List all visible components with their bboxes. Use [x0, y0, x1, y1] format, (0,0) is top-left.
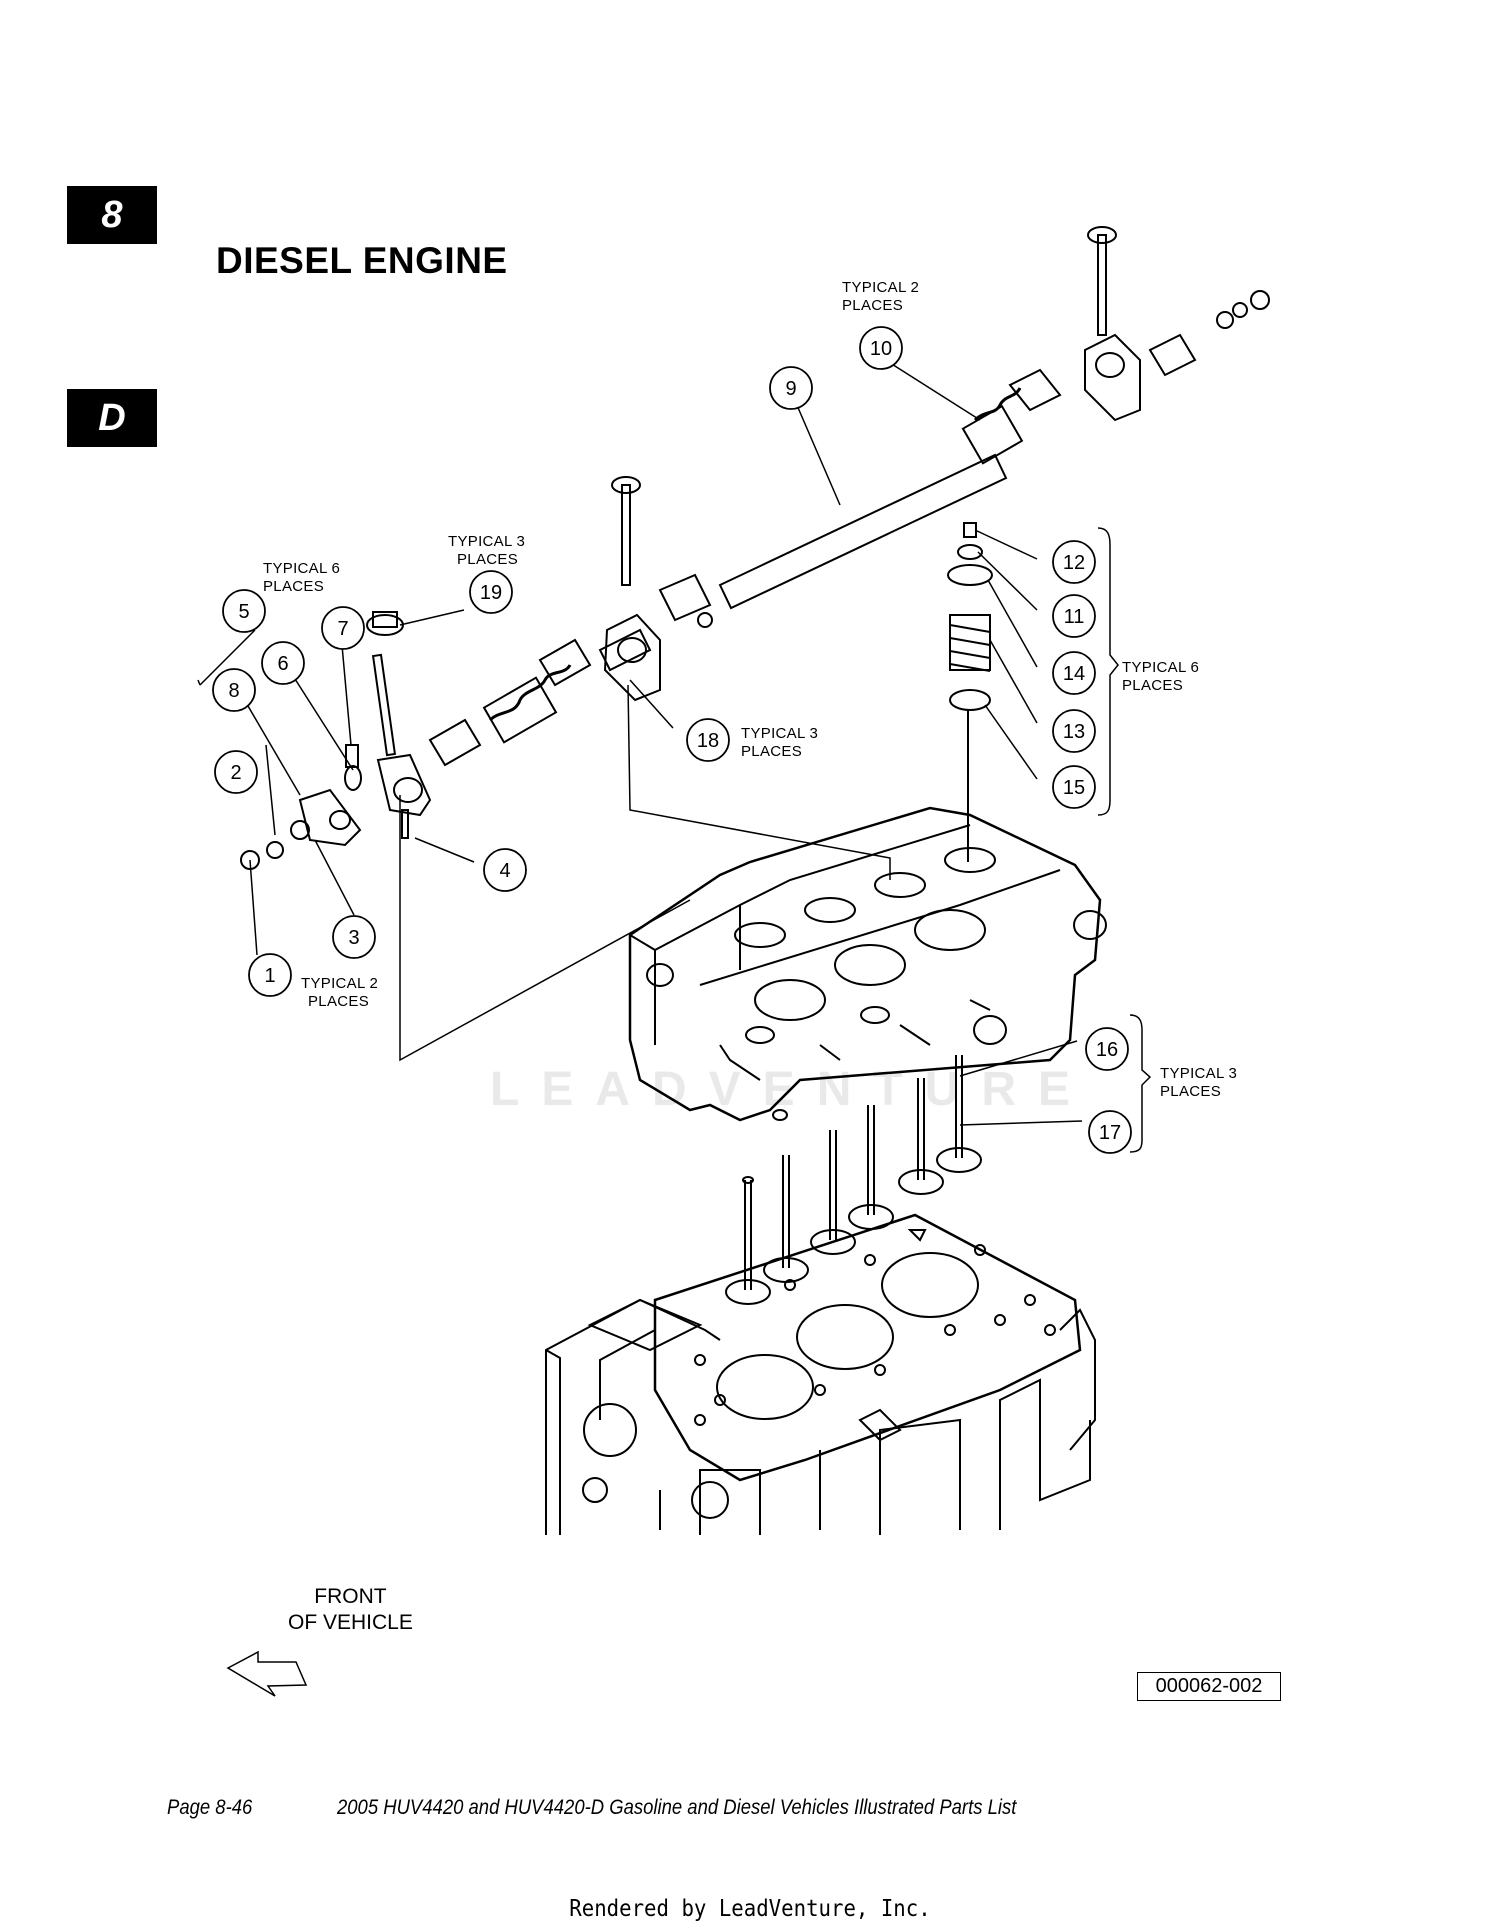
callout-label: 11: [1064, 606, 1085, 628]
callout-4: [483, 848, 527, 892]
callout-2: [214, 750, 258, 794]
callout-15: [1052, 765, 1096, 809]
front-label-line: OF VEHICLE: [288, 1611, 413, 1634]
callout-label: 10: [870, 338, 892, 360]
chapter-tab: 8: [67, 186, 157, 244]
callout-label: 2: [230, 762, 241, 784]
brace-typical-6: [1097, 527, 1119, 816]
callout-label: 18: [697, 730, 719, 752]
note-typical-6-right: TYPICAL 6: [1122, 659, 1199, 676]
note-typical-2-top: TYPICAL 2: [842, 279, 919, 296]
callout-18: [686, 718, 730, 762]
callout-label: 19: [480, 582, 502, 604]
note-typical-6-left: PLACES: [263, 578, 324, 595]
note-typical-6-right: PLACES: [1122, 677, 1183, 694]
rocker-arm-assembly-left: [240, 611, 652, 870]
callout-14: [1052, 651, 1096, 695]
figure-reference: 000062-002: [1137, 1672, 1281, 1701]
rocker-arm-assembly-right: [961, 226, 1270, 465]
section-tab: D: [67, 389, 157, 447]
page-number: Page 8-46: [167, 1796, 253, 1819]
callout-label: 8: [228, 680, 239, 702]
front-arrow-icon: [226, 1650, 308, 1697]
callout-label: 16: [1096, 1039, 1118, 1061]
note-typical-2-top: PLACES: [842, 297, 903, 314]
callout-label: 17: [1099, 1122, 1121, 1144]
callout-5: [222, 589, 266, 633]
callout-13: [1052, 709, 1096, 753]
note-typical-3-middle: PLACES: [741, 743, 802, 760]
callout-label: 14: [1063, 663, 1085, 685]
callout-labels: 1 2 3 4 5 6 7 8 9 10 11 12 13 14 15 16 1…: [228, 338, 1121, 1144]
callout-1: [248, 953, 292, 997]
front-label-line: FRONT: [314, 1585, 387, 1608]
callout-8: [212, 668, 256, 712]
engine-block-drawing: [197, 226, 1270, 1697]
callout-17: [1088, 1110, 1132, 1154]
document-title: 2005 HUV4420 and HUV4420-D Gasoline and …: [337, 1796, 1017, 1819]
rocker-pedestal-middle: [603, 476, 713, 702]
valve-set: [725, 1055, 982, 1305]
callout-label: 12: [1063, 552, 1085, 574]
callout-label: 13: [1063, 721, 1085, 743]
note-typical-3-top: TYPICAL 3: [448, 533, 525, 550]
placement-notes: TYPICAL 2 PLACES TYPICAL 3 PLACES TYPICA…: [263, 279, 1237, 1100]
callout-label: 7: [337, 618, 348, 640]
callout-3: [332, 915, 376, 959]
callout-6: [261, 641, 305, 685]
callout-label: 6: [277, 653, 288, 675]
callout-10: [859, 326, 903, 370]
callout-label: 15: [1063, 777, 1085, 799]
note-typical-3-top: PLACES: [457, 551, 518, 568]
page-title: DIESEL ENGINE: [216, 240, 508, 281]
callout-label: 4: [499, 860, 510, 882]
rendered-by-credit: Rendered by LeadVenture, Inc.: [569, 1896, 931, 1922]
callout-label: 3: [348, 927, 359, 949]
callout-11: [1052, 594, 1096, 638]
callout-circles: [212, 326, 1132, 1154]
callout-7: [321, 606, 365, 650]
callout-9: [769, 366, 813, 410]
note-typical-3-right: TYPICAL 3: [1160, 1065, 1237, 1082]
brace-typical-3: [1129, 1014, 1152, 1153]
callout-16: [1085, 1027, 1129, 1071]
callout-label: 9: [785, 378, 796, 400]
rocker-shaft: [718, 453, 1008, 610]
note-typical-3-middle: TYPICAL 3: [741, 725, 818, 742]
valve-spring-stack: [947, 522, 993, 862]
callout-19: [469, 570, 513, 614]
note-typical-2-bottom: TYPICAL 2: [301, 975, 378, 992]
callout-label: 5: [238, 601, 249, 623]
note-typical-3-right: PLACES: [1160, 1083, 1221, 1100]
callout-12: [1052, 540, 1096, 584]
front-of-vehicle-label: FRONT OF VEHICLE: [288, 1584, 413, 1636]
note-typical-2-bottom: PLACES: [308, 993, 369, 1010]
callout-label: 1: [264, 965, 275, 987]
note-typical-6-left: TYPICAL 6: [263, 560, 340, 577]
